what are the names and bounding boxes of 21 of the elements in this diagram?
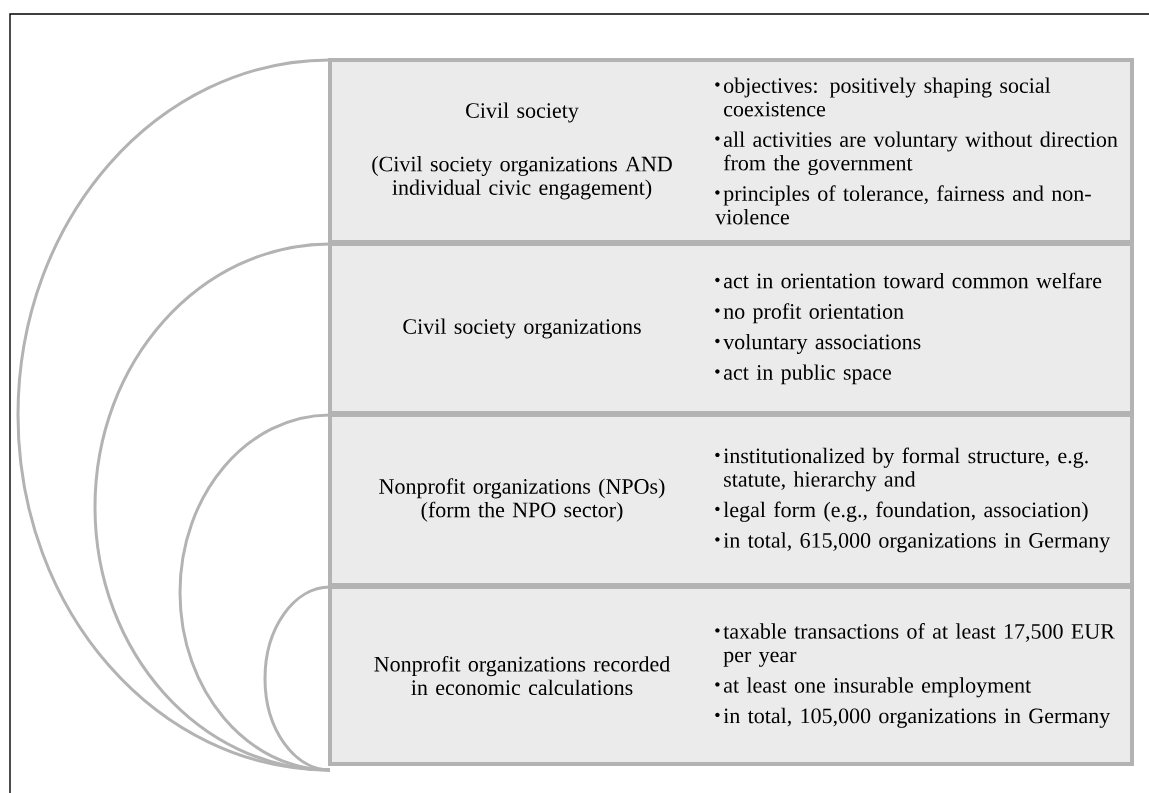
bullet-item: at least one insurable employment	[715, 677, 1032, 698]
bullet-item: institutionalized by formal structure, e.g. statute, hierarchy and	[715, 447, 1088, 492]
bullet-item: voluntary associations	[715, 333, 921, 354]
row-heading: Civil society organizations	[403, 318, 641, 339]
row-heading: (Civil society organizations AND individual civic engagement)	[372, 156, 672, 200]
bullet-item: principles of tolerance, fairness and non-violence	[715, 185, 1091, 225]
bullet-item: act in orientation toward common welfare	[715, 272, 1102, 289]
row-box	[328, 242, 1134, 415]
row-heading: (form the NPO sector)	[421, 501, 623, 522]
bullet-item: all activities are voluntary without direction from the government	[715, 131, 1118, 175]
row-heading: Nonprofit organizations recorded in economic calculations	[374, 655, 670, 696]
bullet-item: in total, 105,000 organizations in Germany	[715, 707, 1111, 728]
row-box	[328, 585, 1134, 766]
bullet-item: no profit orientation	[715, 303, 904, 324]
bullet-item: act in public space	[715, 364, 892, 385]
bullet-item: legal form (e.g., foundation, association)	[715, 501, 1088, 522]
row-heading: Civil society	[466, 102, 579, 123]
row-heading: Nonprofit organizations (NPOs)	[379, 478, 665, 499]
row-box	[328, 58, 1134, 244]
bullet-item: in total, 615,000 organizations in Germany	[715, 532, 1111, 553]
row-box	[328, 413, 1134, 587]
